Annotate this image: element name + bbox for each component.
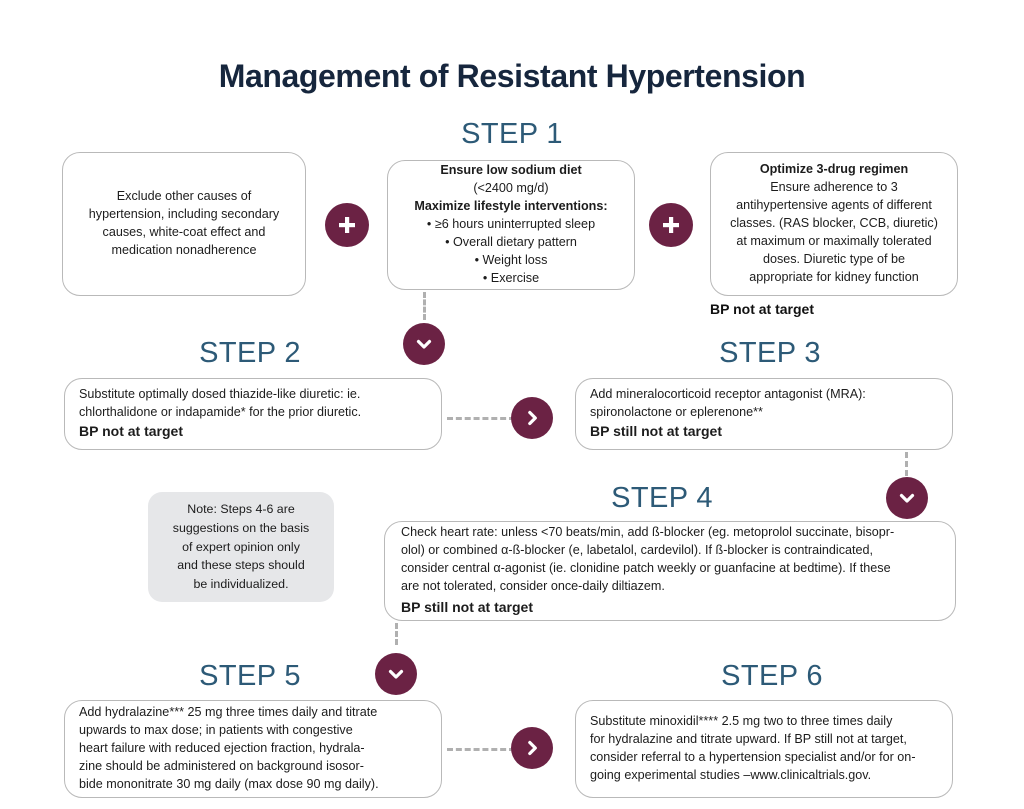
note-box: Note: Steps 4-6 are suggestions on the b… [148,492,334,602]
line: of expert opinion only [182,539,300,554]
step-4-label: STEP 4 [611,482,713,514]
line: medication nonadherence [111,242,257,257]
step-1-status-badge: BP not at target [710,301,814,317]
line: for hydralazine and titrate upward. If B… [590,732,907,747]
line: bide mononitrate 30 mg daily (max dose 9… [79,776,379,791]
plus-icon [325,203,369,247]
line: causes, white-coat effect and [102,225,266,239]
list-item: • Overall dietary pattern [445,234,577,249]
list-item: • Exercise [482,270,540,285]
step-4-box: Check heart rate: unless <70 beats/min, … [384,521,956,621]
line: are not tolerated, consider once-daily d… [401,578,665,593]
step-2-box: Substitute optimally dosed thiazide-like… [64,378,442,450]
line: Substitute minoxidil**** 2.5 mg two to t… [590,714,893,729]
line: suggestions on the basis [172,521,310,536]
line: Substitute optimally dosed thiazide-like… [79,386,361,401]
line: Check heart rate: unless <70 beats/min, … [401,525,895,540]
step-3-status-badge: BP still not at target [590,423,722,440]
connector-step5-step6-line [447,748,515,751]
step-3-box: Add mineralocorticoid receptor antagonis… [575,378,953,450]
line: doses. Diuretic type of be [762,251,906,266]
heading: Optimize 3-drug regimen [759,162,909,177]
line: going experimental studies –www.clinical… [590,767,872,782]
step-5-box: Add hydralazine*** 25 mg three times dai… [64,700,442,798]
list-item: • Weight loss [474,252,548,267]
step-5-label: STEP 5 [199,660,301,692]
line: Add hydralazine*** 25 mg three times dai… [79,705,378,720]
lifestyle-bullet-list: • ≥6 hours uninterrupted sleep • Overall… [402,216,620,288]
step-6-label: STEP 6 [721,660,823,692]
line: appropriate for kidney function [749,269,919,284]
line: Add mineralocorticoid receptor antagonis… [590,386,866,401]
line: be individualized. [193,576,289,591]
chevron-right-icon [511,397,553,439]
step-2-status-badge: BP not at target [79,423,183,440]
line: olol) or combined α-ß-blocker (e, labeta… [401,543,874,558]
chevron-down-icon [403,323,445,365]
page-title: Management of Resistant Hypertension [218,58,806,94]
heading: Ensure low sodium diet [440,163,582,178]
chevron-down-icon [375,653,417,695]
line: consider central α-agonist (ie. clonidin… [401,561,891,576]
line: and these steps should [177,558,305,573]
step-2-label: STEP 2 [199,337,301,369]
line: upwards to max dose; in patients with co… [79,723,353,738]
line: Note: Steps 4-6 are [187,502,295,517]
line: zine should be administered on backgroun… [79,758,364,773]
line: hypertension, including secondary [88,207,280,222]
line: spironolactone or eplerenone** [590,404,763,419]
chevron-right-icon [511,727,553,769]
step-6-box: Substitute minoxidil**** 2.5 mg two to t… [575,700,953,798]
line: classes. (RAS blocker, CCB, diuretic) [730,216,938,231]
connector-step1-step2-line [423,292,426,320]
step-3-label: STEP 3 [719,337,821,369]
list-item: • ≥6 hours uninterrupted sleep [426,217,596,232]
step-1-box-exclude-causes: Exclude other causes of hypertension, in… [62,152,306,296]
line: Exclude other causes of [116,189,252,204]
step-1-box-optimize-regimen: Optimize 3-drug regimen Ensure adherence… [710,152,958,296]
connector-step3-step4-line [905,452,908,476]
plus-icon [649,203,693,247]
line: chlorthalidone or indapamide* for the pr… [79,404,362,419]
step-1-box-lifestyle: Ensure low sodium diet (<2400 mg/d) Maxi… [387,160,635,290]
step-4-status-badge: BP still not at target [401,598,533,615]
subtext: (<2400 mg/d) [473,181,549,196]
connector-step2-step3-line [447,417,515,420]
line: heart failure with reduced ejection frac… [79,741,365,756]
line: at maximum or maximally tolerated [736,233,932,248]
heading: Maximize lifestyle interventions: [414,199,608,214]
step-1-label: STEP 1 [461,118,563,150]
chevron-down-icon [886,477,928,519]
connector-step4-step5-line [395,623,398,645]
line: consider referral to a hypertension spec… [590,750,916,764]
line: antihypertensive agents of different [736,198,932,213]
line: Ensure adherence to 3 [770,180,898,195]
